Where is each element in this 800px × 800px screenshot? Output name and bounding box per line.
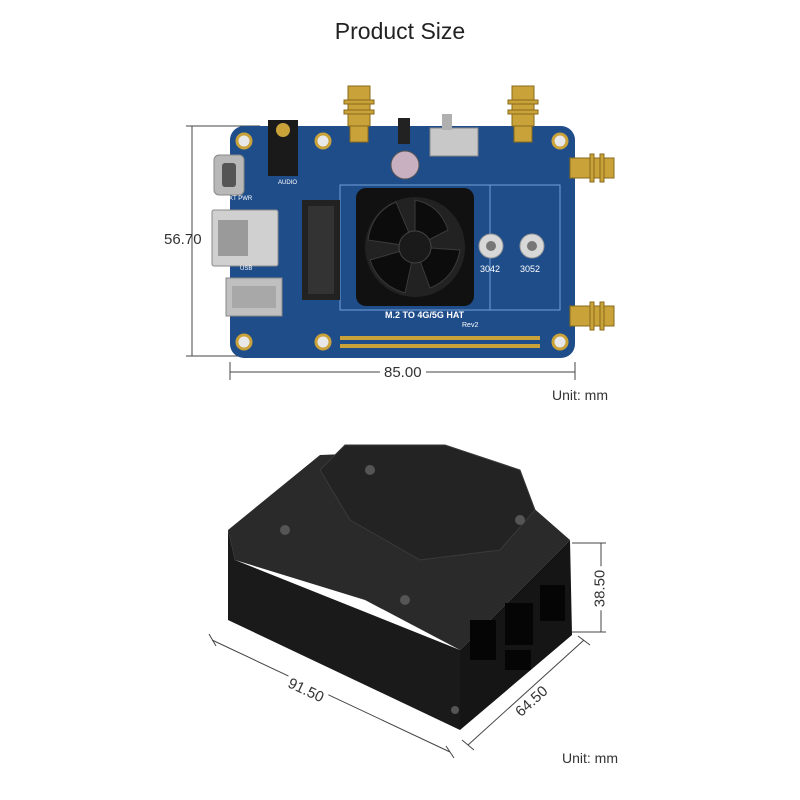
metal-case [228, 444, 572, 730]
ext-pwr-label: EXT PWR [225, 196, 253, 202]
sma-connector-side-top [569, 153, 615, 183]
usb-port-label: USB [240, 266, 253, 272]
pcb-board [211, 85, 615, 358]
board-unit-label: Unit: mm [552, 387, 608, 403]
case-length-dimension [208, 633, 455, 759]
cooling-fan [356, 188, 474, 306]
board-name-label: M.2 TO 4G/5G HAT [385, 310, 465, 320]
gpio-header [340, 336, 540, 348]
page-title: Product Size [334, 18, 466, 44]
board-rev-label: Rev2 [462, 322, 479, 329]
mounting-holes [235, 132, 569, 351]
module-3052-label: 3052 [520, 264, 541, 274]
sma-connector-right [507, 85, 539, 143]
audio-port-label: AUDIO [278, 180, 298, 186]
sma-connector-side-bottom [569, 301, 615, 331]
case-unit-label: Unit: mm [562, 750, 618, 766]
case-depth-dimension [461, 635, 591, 751]
case-openings [470, 585, 565, 670]
board-height-label: 56.70 [164, 231, 202, 248]
case-height-label: 38.50 [591, 566, 609, 611]
board-width-label: 85.00 [380, 364, 426, 381]
sma-connector-left [343, 85, 375, 143]
module-3042-label: 3042 [480, 264, 501, 274]
